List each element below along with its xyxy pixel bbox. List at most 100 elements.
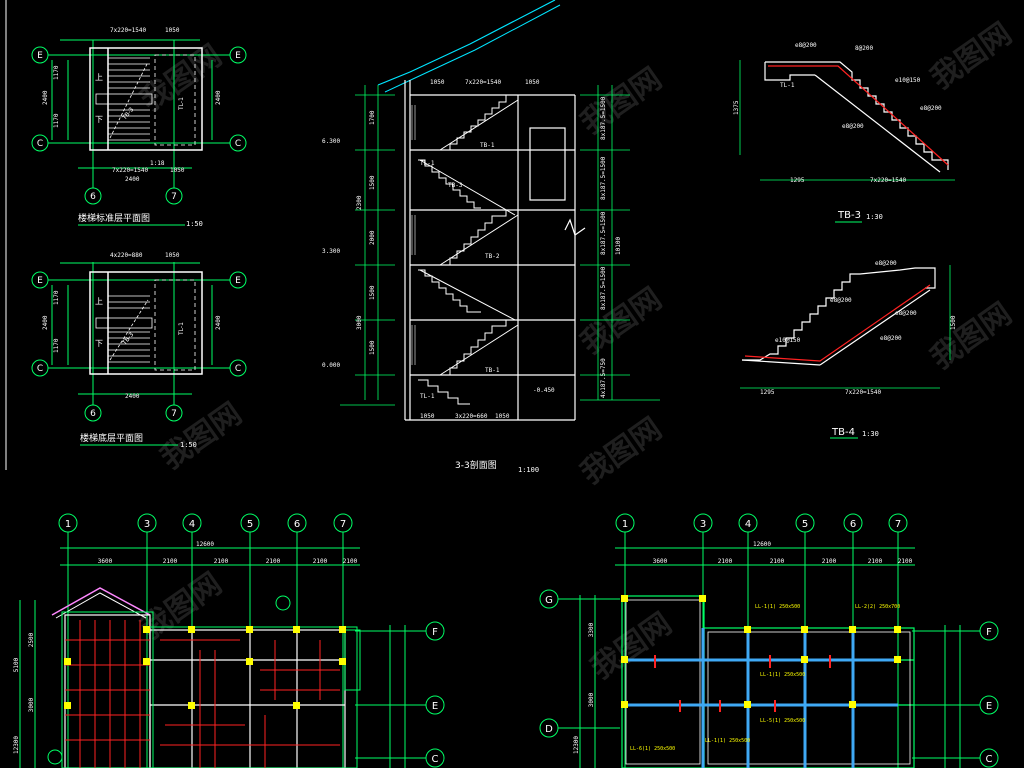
drawing-scale: 1:100 (518, 466, 539, 474)
drawing-title: 3-3剖面图 (455, 459, 497, 471)
dim-text: 1170 (53, 290, 60, 305)
tb-label: TB-3 (121, 331, 136, 347)
level-text: -0.450 (533, 387, 555, 394)
stair-plan-bottom: E C E C 6 7 4x220=880 1050 2400 1170 240… (31, 252, 247, 449)
stair-treads (95, 57, 153, 141)
dim-text: 1700 (369, 110, 376, 125)
dim-text: 1170 (53, 113, 60, 128)
dim-text: 2100 (770, 558, 785, 565)
down-label: 下 (95, 339, 103, 348)
axis-label: F (432, 627, 438, 638)
dim-text: 3000 (588, 692, 595, 707)
drawing-title: 楼梯底层平面图 (80, 432, 143, 444)
axis-label: 3 (700, 519, 706, 530)
dim-text: 2100 (343, 558, 358, 565)
dim-text: 1170 (53, 65, 60, 80)
axis-label: 5 (247, 519, 253, 530)
axis-label: F (986, 627, 992, 638)
tb-label: TB-3 (121, 106, 136, 122)
watermark-text: 我图网 (135, 566, 229, 646)
axis-label: E (432, 701, 438, 712)
axis-label-c: C (235, 139, 241, 149)
axis-label-7: 7 (171, 192, 177, 202)
watermark-layer: 我图网 我图网 我图网 我图网 我图网 我图网 我图网 我图网 我图网 (135, 16, 1019, 686)
watermark-text: 我图网 (155, 396, 249, 476)
axis-label-e: E (37, 51, 43, 61)
structural-plan-left: 1 3 4 5 6 7 F E C 12600 3600 2100 2100 2… (13, 513, 445, 768)
axis-label-c: C (235, 364, 241, 374)
axis-label: E (986, 701, 992, 712)
dim-text: 1295 (760, 389, 775, 396)
axis-label: C (986, 754, 993, 765)
drawing-scale: 1:50 (180, 441, 197, 449)
dim-text: 2400 (215, 90, 222, 105)
dim-text: 2300 (356, 195, 363, 210)
level-text: 0.000 (322, 362, 340, 369)
axis-label: 7 (340, 519, 346, 530)
note-text: e8@200 (875, 260, 897, 267)
dim-text: 2100 (163, 558, 178, 565)
dim-text: 3x220=660 (455, 413, 488, 420)
tl-label: TL-1 (178, 322, 185, 336)
dim-text: 1050 (525, 79, 540, 86)
stair-treads (95, 295, 153, 363)
down-label: 下 (95, 115, 103, 124)
axis-label-7: 7 (171, 409, 177, 419)
dim-text: 5100 (13, 657, 20, 672)
stair-wall (89, 47, 203, 151)
detail-title: TB-3 (837, 210, 861, 221)
note-text: TL-1 (780, 82, 795, 89)
tag-text: TB-1 (480, 142, 495, 149)
dim-text: 7x220=1540 (112, 167, 149, 174)
dim-text: 10100 (615, 237, 622, 255)
dim-text: 7x220=1540 (465, 79, 502, 86)
dim-text: 1500 (369, 285, 376, 300)
stair-flights (418, 95, 519, 405)
axis-label: 4 (745, 519, 751, 530)
axis-label-c: C (37, 364, 43, 374)
tb4-detail: 1295 7x220=1540 1500 e8@200 e8@200 e10@1… (740, 260, 957, 439)
detail-scale: 1:30 (866, 213, 883, 221)
watermark-text: 我图网 (925, 296, 1019, 376)
beam-lines (625, 628, 898, 768)
rebar-line (744, 284, 931, 362)
dim-text: 1050 (420, 413, 435, 420)
dim-text: 8x187.5=1500 (600, 156, 607, 200)
axis-label-6: 6 (90, 192, 96, 202)
landing-outline (154, 54, 196, 146)
dim-text: 12600 (753, 541, 771, 548)
rebar-line (768, 65, 949, 166)
dim-text: 1:18 (150, 160, 165, 167)
dim-text: 12600 (196, 541, 214, 548)
note-text: e8@200 (895, 310, 917, 317)
dim-text: 3000 (28, 697, 35, 712)
dim-text: 12300 (13, 736, 20, 754)
tag-text: TB-3 (448, 182, 463, 189)
dim-text: 1500 (369, 175, 376, 190)
dim-text: 3600 (653, 558, 668, 565)
dim-text: 1170 (53, 338, 60, 353)
dim-text: 1375 (733, 100, 740, 115)
axis-label-e: E (235, 276, 241, 286)
watermark-text: 我图网 (925, 16, 1019, 96)
rebar-grid (65, 620, 340, 768)
note-text: e8@200 (880, 335, 902, 342)
dim-text: 7x220=1540 (870, 177, 907, 184)
axis-label: 4 (189, 519, 195, 530)
dim-text: 1050 (165, 27, 180, 34)
stair-plan-top: E C E C 6 7 7x220=1540 1050 7x22 (31, 27, 247, 228)
dim-text: 4x220=880 (110, 252, 143, 259)
axis-label: D (545, 724, 553, 735)
beam-label: LL-1(1) 250x500 (760, 672, 805, 678)
dim-text: 1050 (165, 252, 180, 259)
beam-label: LL-5(1) 250x500 (760, 718, 805, 724)
dim-text: 3300 (588, 622, 595, 637)
dim-text: 2400 (42, 315, 49, 330)
watermark-text: 我图网 (575, 411, 669, 491)
dim-text: 3600 (98, 558, 113, 565)
dim-text: 7x220=1540 (845, 389, 882, 396)
dim-text: 12300 (573, 736, 580, 754)
dim-text: 2100 (718, 558, 733, 565)
beam-label: LL-6(1) 250x500 (630, 746, 675, 752)
